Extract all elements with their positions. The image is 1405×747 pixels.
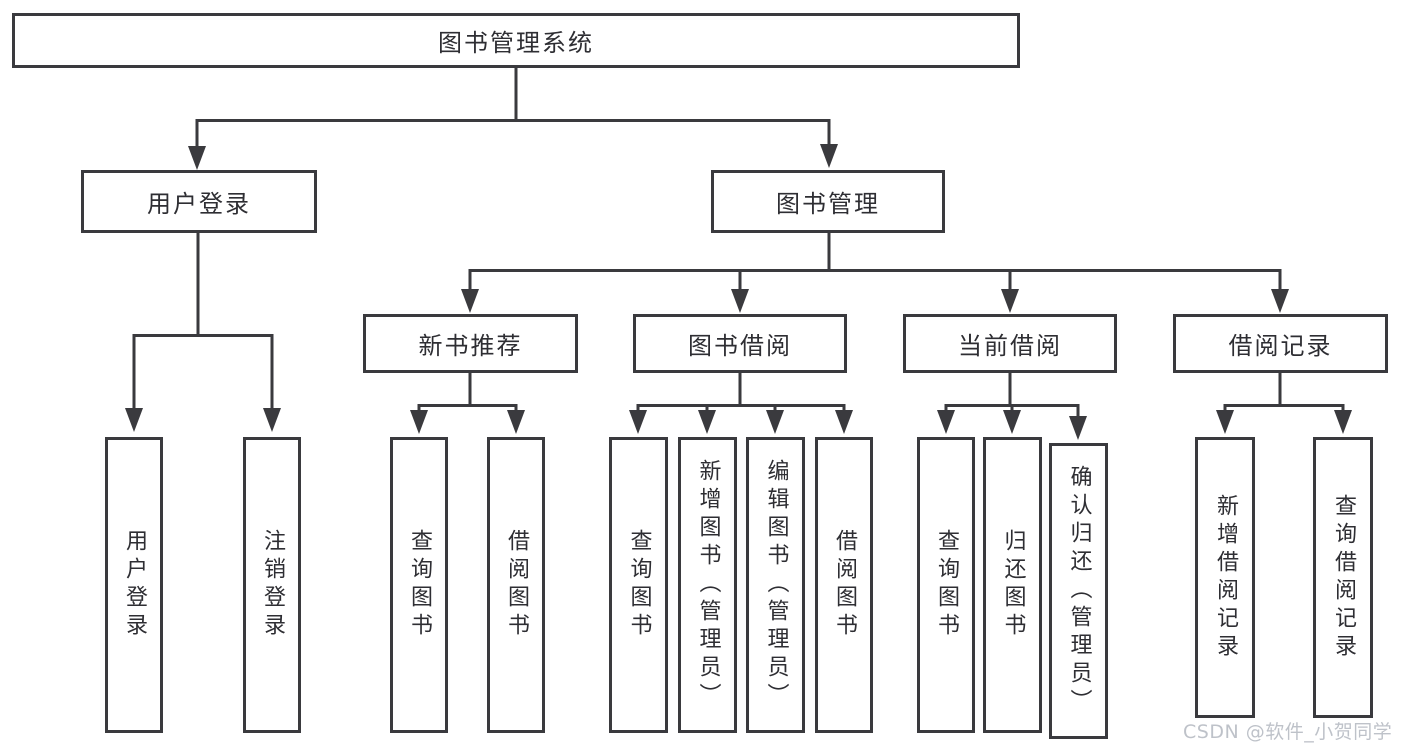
arrowhead-icon [1003,410,1021,434]
leaf-label: 查询图书 [626,529,652,641]
node-book-borrow: 图书借阅 [633,314,847,373]
leaf-label: 确认归还（管理员） [1066,465,1092,717]
arrowhead-icon [835,410,853,434]
node-user-login: 用户登录 [81,170,317,233]
arrowhead-icon [188,146,206,170]
arrowhead-icon [125,408,143,432]
node-root: 图书管理系统 [12,13,1020,68]
node-borrow-records: 借阅记录 [1173,314,1388,373]
arrowhead-icon [1334,410,1352,434]
arrowhead-icon [629,410,647,434]
arrowhead-icon [507,410,525,434]
leaf-label: 用户登录 [122,529,147,641]
connector-management-to-level3 [468,233,1282,291]
connector-root-to-level2 [195,68,831,148]
arrowhead-icon [731,289,749,313]
connector-borrow-to-leaves [636,373,846,412]
leaf-recommend-query-books: 查询图书 [390,437,448,733]
watermark: CSDN @软件_小贺同学 [1183,721,1393,743]
node-current-borrow: 当前借阅 [903,314,1117,373]
leaf-borrow-query-books: 查询图书 [609,437,668,733]
leaf-record-query: 查询借阅记录 [1313,437,1373,718]
node-book-management: 图书管理 [711,170,945,233]
leaf-logout: 注销登录 [243,437,301,733]
arrowhead-icon [1069,416,1087,440]
arrowhead-icon [1271,289,1289,313]
arrowhead-icons [125,144,1352,440]
arrowhead-icon [410,410,428,434]
leaf-recommend-borrow-books: 借阅图书 [487,437,545,733]
leaf-label: 新增图书（管理员） [695,459,721,711]
leaf-current-query-books: 查询图书 [917,437,975,733]
leaf-label: 借阅图书 [832,529,857,641]
connector-login-to-leaves [132,233,274,410]
node-new-book-recommend: 新书推荐 [363,314,578,373]
leaf-label: 查询图书 [407,529,432,641]
connector-records-to-leaves [1223,373,1345,412]
leaf-label: 归还图书 [1000,529,1026,641]
leaf-current-return-books: 归还图书 [983,437,1042,733]
arrowhead-icon [1001,289,1019,313]
leaf-label: 编辑图书（管理员） [763,459,789,711]
leaf-label: 查询借阅记录 [1331,493,1356,662]
arrowhead-icon [1216,410,1234,434]
leaf-user-login: 用户登录 [105,437,163,733]
arrowhead-icon [937,410,955,434]
connector-recommend-to-leaves [417,373,518,412]
arrowhead-icon [263,408,281,432]
arrowhead-icon [766,410,784,434]
leaf-label: 注销登录 [260,529,285,641]
leaf-label: 借阅图书 [504,529,529,641]
leaf-label: 新增借阅记录 [1213,493,1238,662]
connector-current-to-leaves [944,373,1080,418]
arrowhead-icon [461,289,479,313]
leaf-label: 查询图书 [934,529,959,641]
leaf-record-add: 新增借阅记录 [1195,437,1255,718]
leaf-borrow-add-books-admin: 新增图书（管理员） [678,437,737,733]
arrowhead-icon [820,144,838,168]
arrowhead-icon [698,410,716,434]
leaf-borrow-edit-books-admin: 编辑图书（管理员） [746,437,805,733]
leaf-borrow-borrow-books: 借阅图书 [815,437,873,733]
leaf-current-confirm-return-admin: 确认归还（管理员） [1049,443,1108,739]
